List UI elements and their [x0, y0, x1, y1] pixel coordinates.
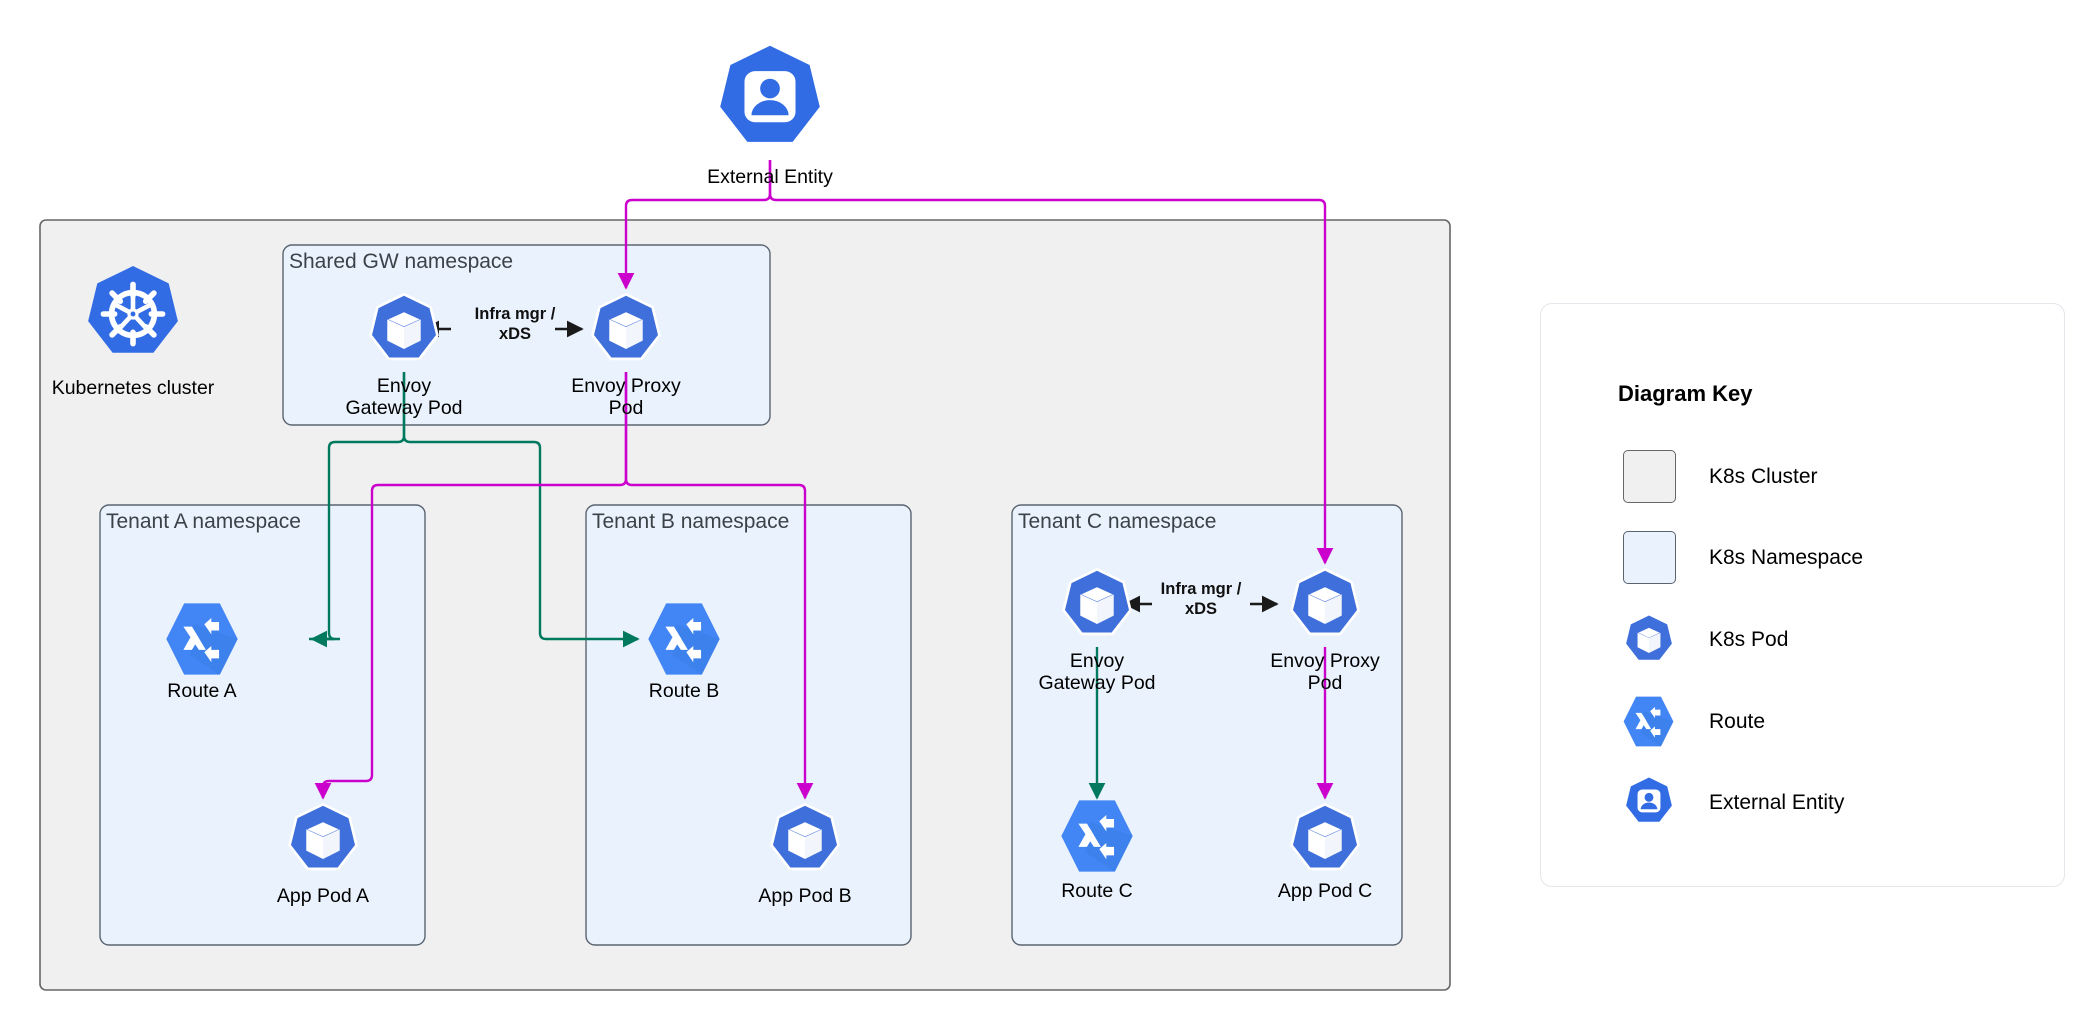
kubernetes-wheel-icon — [82, 262, 184, 366]
edge-label-xds-shared: Infra mgr / xDS — [474, 305, 556, 343]
legend-swatch-k8s-namespace — [1623, 531, 1676, 584]
route-icon-c — [1058, 798, 1136, 874]
k8s-pod-icon-app-pod-a — [285, 798, 361, 882]
k8s-pod-icon-app-pod-c — [1287, 798, 1363, 882]
k8s-pod-icon-envoy-proxy-shared — [588, 288, 664, 372]
namespace-title-tenant-c: Tenant C namespace — [1018, 510, 1217, 533]
legend-label-k8s-cluster: K8s Cluster — [1709, 465, 1818, 488]
edge-proxy-to-app-pod-b — [624, 372, 814, 800]
k8s-pod-icon-envoy-proxy-c — [1287, 563, 1363, 647]
edge-proxy-to-app-pod-a — [314, 372, 628, 800]
legend-label-k8s-namespace: K8s Namespace — [1709, 546, 1864, 569]
diagram-key-panel — [1540, 303, 2065, 887]
legend-label-external-entity: External Entity — [1709, 791, 1845, 814]
k8s-pod-icon-app-pod-b — [767, 798, 843, 882]
legend-swatch-external-entity-icon — [1623, 775, 1675, 829]
legend-label-route: Route — [1709, 710, 1766, 733]
legend-label-k8s-pod: K8s Pod — [1709, 628, 1789, 651]
external-entity-icon — [712, 40, 828, 158]
legend-swatch-route-icon — [1621, 695, 1676, 748]
legend-swatch-k8s-cluster — [1623, 450, 1676, 503]
legend-swatch-k8s-pod-icon — [1623, 612, 1675, 668]
namespace-title-tenant-b: Tenant B namespace — [592, 510, 790, 533]
route-icon-b — [645, 601, 723, 677]
diagram-key-title: Diagram Key — [1618, 381, 1753, 406]
edge-gateway-to-route-b — [402, 372, 640, 648]
k8s-pod-icon-envoy-gateway-c — [1059, 563, 1135, 647]
k8s-pod-icon-envoy-gateway-shared — [366, 288, 442, 372]
namespace-box-tenant-a — [99, 504, 426, 946]
namespace-title-tenant-a: Tenant A namespace — [106, 510, 301, 533]
namespace-box-tenant-b — [585, 504, 912, 946]
edge-external-to-tenant-c-bus — [768, 160, 1327, 540]
namespace-title-shared-gw: Shared GW namespace — [289, 250, 514, 273]
edge-label-xds-tenant-c: Infra mgr / xDS — [1160, 580, 1242, 618]
edge-gateway-to-route-a — [309, 372, 406, 641]
route-icon-a — [163, 601, 241, 677]
